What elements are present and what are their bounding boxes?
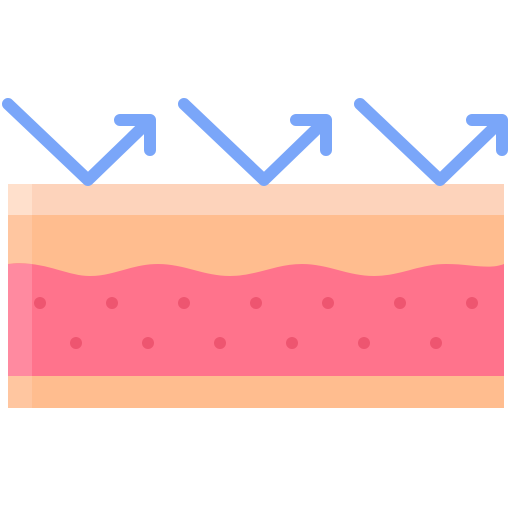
reflected-ray-arrow-icon xyxy=(178,98,332,186)
epidermis-layer xyxy=(8,214,504,284)
skin-cell-dot xyxy=(214,337,226,349)
skin-cell-dot xyxy=(394,297,406,309)
skin-cell-dot xyxy=(70,337,82,349)
skin-cell-dot xyxy=(250,297,262,309)
skin-cell-dot xyxy=(34,297,46,309)
skin-cell-dot xyxy=(106,297,118,309)
skin-cell-dot xyxy=(142,337,154,349)
skin-cell-dot xyxy=(322,297,334,309)
skin-cell-dot xyxy=(358,337,370,349)
reflected-ray-arrow-icon xyxy=(2,98,156,186)
skin-cells xyxy=(34,297,478,349)
skin-cell-dot xyxy=(178,297,190,309)
skin-cell-dot xyxy=(430,337,442,349)
skin-surface-layer xyxy=(8,184,504,215)
skin-cell-dot xyxy=(466,297,478,309)
hypodermis-layer xyxy=(8,374,504,408)
reflected-rays xyxy=(2,98,508,186)
reflected-ray-arrow-icon xyxy=(354,98,508,186)
skin-cell-dot xyxy=(286,337,298,349)
dermis-layer xyxy=(8,263,504,376)
